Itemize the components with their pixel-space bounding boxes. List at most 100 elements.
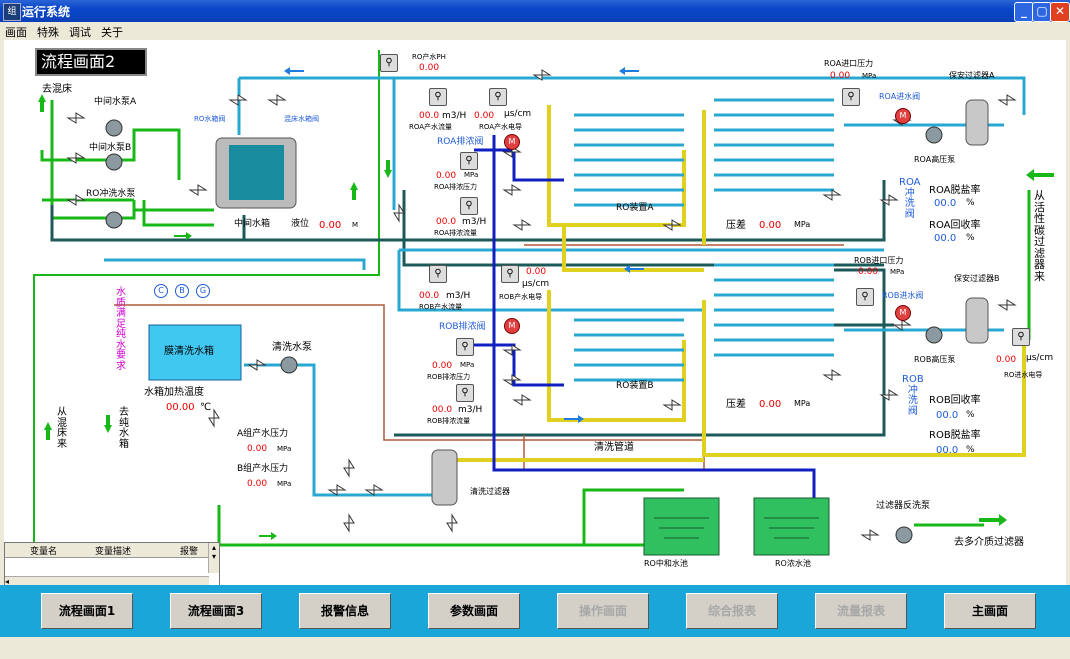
roa-drain-valve-label: ROA排浓阀: [437, 137, 484, 147]
roa-in-valve-label: ROA进水阀: [879, 92, 921, 101]
minimize-button[interactable]: _: [1014, 2, 1034, 22]
status-bar: [0, 637, 1070, 659]
nav-main-screen-button[interactable]: 主画面: [944, 593, 1036, 629]
roa-cond-gauge-icon: ⚲: [489, 88, 507, 106]
nav-parameter-screen-button[interactable]: 参数画面: [428, 593, 520, 629]
roa-in-valve-actuator[interactable]: M: [895, 108, 911, 124]
tank-heat-temp-label: 水箱加热温度: [144, 387, 204, 398]
rob-drain-pressure-value: 0.00: [432, 361, 453, 371]
ro-neutral-pool-shape: [643, 497, 720, 556]
roa-drain-flow-gauge-icon: ⚲: [460, 197, 478, 215]
rob-in-valve-actuator[interactable]: M: [895, 305, 911, 321]
rob-cond-gauge-icon: ⚲: [501, 265, 519, 283]
title-bar: 组 运行系统 _ ▢ ✕: [0, 0, 1070, 22]
ro-unit-b-label: RO装置B: [616, 381, 654, 391]
roa-in-pressure-label: ROA进口压力: [824, 59, 874, 68]
roa-flush-valve-label: ROA 冲 洗 阀: [899, 177, 921, 220]
screen-title: 流程画面2: [35, 48, 147, 76]
rob-flow-value: 00.0: [419, 291, 440, 301]
roa-in-pressure-gauge-icon: ⚲: [842, 88, 860, 106]
rob-in-pressure-label: ROB进口压力: [854, 256, 904, 265]
menu-debug[interactable]: 调试: [69, 26, 91, 39]
close-button[interactable]: ✕: [1050, 2, 1070, 22]
rob-drain-flow-label: ROB排浓流量: [427, 417, 471, 425]
roa-drain-flow-label: ROA排浓流量: [434, 229, 478, 237]
flush-filter-label: 清洗过滤器: [470, 487, 510, 496]
nav-alarm-info-button[interactable]: 报警信息: [299, 593, 391, 629]
rob-cond-value: 0.00: [526, 267, 547, 277]
nav-flow-screen-1-button[interactable]: 流程画面1: [41, 593, 133, 629]
roa-flow-unit: m3/H: [442, 111, 467, 121]
roa-cond-value: 0.00: [474, 111, 495, 121]
rob-flow-unit: m3/H: [446, 291, 471, 301]
mid-tank-label: 中间水箱: [234, 219, 271, 229]
pipe-diagram: [33, 50, 1054, 570]
rob-in-pressure-unit: MPa: [890, 268, 905, 276]
menu-special[interactable]: 特殊: [37, 26, 59, 39]
roa-flow-value: 00.0: [419, 111, 440, 121]
roa-cond-unit: μs/cm: [504, 109, 532, 119]
roa-recovery-value: 00.0: [934, 233, 957, 244]
roa-cond-label: ROA产水电导: [479, 123, 523, 131]
rob-drain-valve-actuator[interactable]: M: [504, 318, 520, 334]
roa-drain-pressure-gauge-icon: ⚲: [460, 152, 478, 170]
mid-tank-shape: [215, 137, 297, 209]
rob-diff-unit: MPa: [794, 399, 811, 408]
level-label: 液位: [291, 219, 310, 229]
security-filter-a-shape: [965, 99, 989, 146]
col-var-alarm[interactable]: 报警: [180, 547, 199, 557]
mixed-tank-valve-label: 混床水箱阀: [284, 115, 319, 123]
menu-bar: 画面特殊调试关于: [0, 22, 1070, 40]
rob-desalt-percent: %: [966, 445, 975, 455]
rob-desalt-label: ROB脱盐率: [929, 430, 981, 441]
roa-drain-pressure-unit: MPa: [464, 171, 479, 179]
rob-drain-valve-label: ROB排浓阀: [439, 322, 486, 332]
flush-pump-label: 清洗水泵: [272, 342, 312, 353]
b-pressure-label: B组产水压力: [237, 464, 289, 474]
menu-about[interactable]: 关于: [101, 26, 123, 39]
rob-drain-flow-unit: m3/H: [458, 405, 483, 415]
nav-flow-screen-3-button[interactable]: 流程画面3: [170, 593, 262, 629]
b-pressure-unit: MPa: [277, 480, 292, 488]
roa-diff-label: 压差: [726, 220, 746, 231]
roa-drain-flow-unit: m3/H: [462, 217, 487, 227]
flush-pipe-label: 清洗管道: [594, 442, 634, 453]
col-var-desc[interactable]: 变量描述: [95, 547, 132, 557]
filter-backwash-pump-label: 过滤器反洗泵: [876, 501, 931, 511]
tank-heat-temp-unit: ℃: [200, 402, 212, 413]
rob-in-pressure-gauge-icon: ⚲: [856, 288, 874, 306]
menu-screen[interactable]: 画面: [5, 26, 27, 39]
roa-in-pressure-unit: MPa: [862, 72, 877, 80]
process-canvas: 流程画面2 去混床 中间水泵A 中间水泵B RO冲洗水泵 RO水箱阀 混床水箱阀…: [4, 40, 1066, 585]
col-var-name[interactable]: 变量名: [30, 547, 58, 557]
b-indicator: B: [175, 284, 189, 298]
pumps: [105, 119, 943, 544]
rob-drain-pressure-unit: MPa: [460, 361, 475, 369]
vertical-scrollbar[interactable]: ▴▾: [208, 543, 219, 573]
security-filter-b-shape: [965, 297, 989, 344]
to-multimedia-filter-label: 去多介质过滤器: [954, 537, 1024, 548]
horizontal-scrollbar[interactable]: ◂: [5, 576, 209, 587]
ro-a-membranes: [574, 98, 834, 382]
mid-pump-a-label: 中间水泵A: [94, 97, 137, 107]
a-pressure-unit: MPa: [277, 445, 292, 453]
rob-diff-value: 0.00: [759, 399, 782, 410]
rob-in-valve-label: ROB进水阀: [882, 291, 924, 300]
quality-ok-label: 水 质 满 足 纯 水 要 求: [116, 287, 126, 372]
nav-operation-screen-button: 操作画面: [557, 593, 649, 629]
rob-drain-flow-value: 00.0: [432, 405, 453, 415]
rob-flow-gauge-icon: ⚲: [429, 265, 447, 283]
roa-drain-pressure-label: ROA排浓压力: [434, 183, 478, 191]
a-pressure-label: A组产水压力: [237, 429, 289, 439]
roa-recovery-percent: %: [966, 233, 975, 243]
rob-hp-pump-label: ROB高压泵: [914, 355, 956, 364]
ro-ph-label: RO产水PH: [412, 53, 446, 61]
from-mixed-bed-label: 从 混 床 来: [57, 407, 67, 450]
roa-recovery-label: ROA回收率: [929, 220, 981, 231]
variable-table[interactable]: 变量名 变量描述 报警 ▴▾ ◂: [4, 542, 220, 588]
maximize-button[interactable]: ▢: [1032, 2, 1052, 22]
roa-drain-valve-actuator[interactable]: M: [504, 134, 520, 150]
rob-drain-pressure-label: ROB排浓压力: [427, 373, 471, 381]
window-title: 运行系统: [22, 5, 71, 19]
